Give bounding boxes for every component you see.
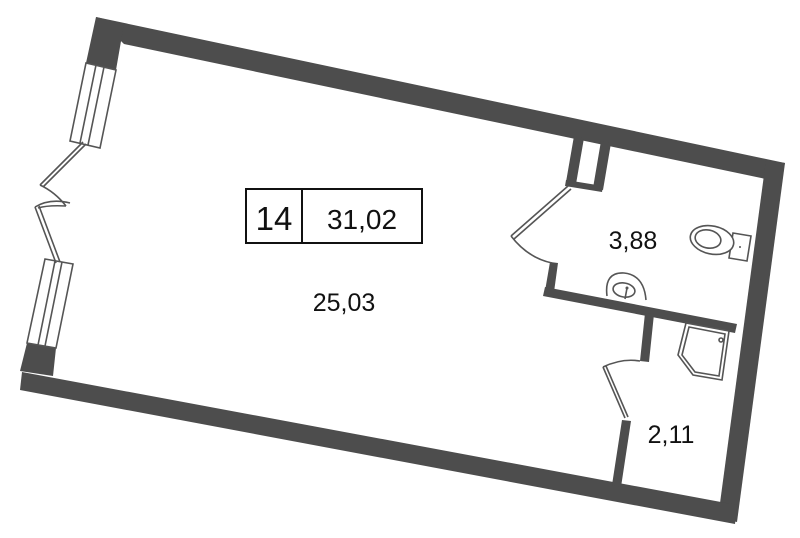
room-area-hallway: 2,11	[648, 421, 695, 449]
hallway-left-wall-upper	[640, 313, 654, 362]
apartment-number: 14	[256, 200, 293, 237]
ventilation-shaft-right	[593, 141, 611, 190]
room-area-bathroom: 3,88	[609, 227, 658, 255]
apartment-badge: 14 31,02	[245, 188, 423, 244]
exterior-walls	[20, 17, 785, 524]
top-left-pillar	[86, 17, 124, 70]
bottom-left-pillar	[20, 343, 56, 376]
room-area-living: 25,03	[313, 289, 376, 317]
washbasin-icon	[605, 272, 647, 301]
apartment-total-area: 31,02	[327, 204, 397, 235]
window-upper	[69, 62, 117, 149]
right-wall	[718, 160, 785, 522]
window-lower	[26, 258, 74, 349]
top-wall	[96, 17, 785, 182]
interior-walls	[543, 136, 737, 487]
hallway-door	[602, 359, 641, 419]
hallway-left-wall-lower	[612, 420, 631, 487]
toilet-icon	[689, 224, 752, 262]
bathroom-door	[510, 185, 572, 264]
shower-tray-icon	[677, 322, 730, 381]
balcony-door	[34, 141, 87, 264]
bathroom-bottom-wall	[543, 287, 737, 333]
ventilation-shaft-bottom	[565, 180, 603, 192]
apartment-number-box	[245, 188, 303, 244]
ventilation-shaft-left	[566, 136, 584, 184]
bottom-wall	[20, 372, 737, 524]
total-area-box	[301, 188, 423, 244]
bathroom-left-wall	[545, 262, 558, 292]
